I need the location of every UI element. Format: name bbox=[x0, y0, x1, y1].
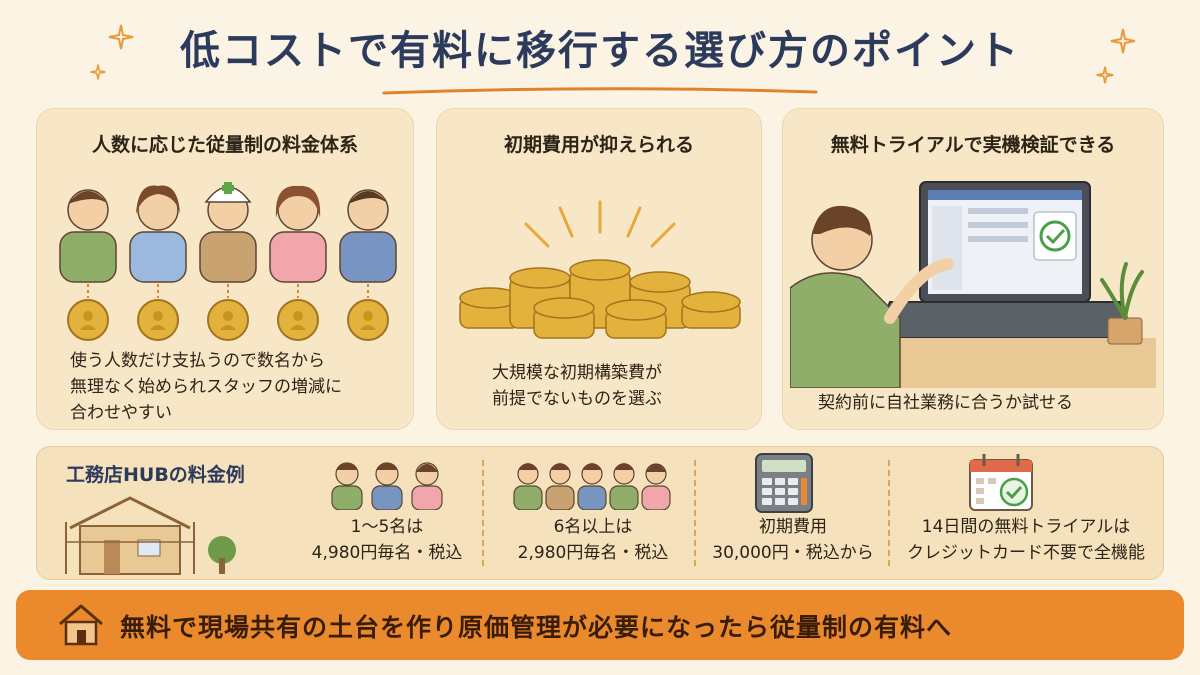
coin-row-illustration bbox=[67, 284, 389, 341]
house-construction-illustration bbox=[65, 496, 236, 575]
three-staff-icon bbox=[331, 462, 443, 510]
page-title: 低コストで有料に移行する選び方のポイント bbox=[180, 28, 1020, 74]
coin-stacks-illustration bbox=[459, 200, 741, 339]
card-title: 人数に応じた従量制の料金体系 bbox=[91, 134, 358, 156]
sparkle-icon bbox=[108, 24, 134, 50]
card-title: 初期費用が抑えられる bbox=[503, 134, 694, 156]
card-pay-per-user: 人数に応じた従量制の料金体系 bbox=[36, 108, 414, 430]
price-initial-fee: 初期費用 30,000円・税込から bbox=[712, 517, 874, 563]
sparkle-icon bbox=[90, 64, 106, 80]
divider bbox=[482, 460, 484, 566]
footer-banner: 無料で現場共有の土台を作り原価管理が必要になったら従量制の有料へ bbox=[16, 590, 1184, 660]
footer-message: 無料で現場共有の土台を作り原価管理が必要になったら従量制の有料へ bbox=[120, 613, 953, 642]
five-staff-icon bbox=[513, 463, 671, 510]
title-underline bbox=[382, 87, 818, 95]
calendar-check-icon bbox=[969, 454, 1033, 511]
card-low-initial-cost: 初期費用が抑えられる 大規模な初期構築費が 前提でないものを選ぶ bbox=[436, 108, 762, 430]
calculator-icon bbox=[755, 453, 813, 513]
laptop-user-illustration bbox=[790, 181, 1156, 388]
card-free-trial: 無料トライアルで実機検証できる 契約前に自社業務に合うか試せる bbox=[782, 108, 1164, 430]
price-1-5-users: 1～5名は 4,980円毎名・税込 bbox=[311, 517, 463, 563]
divider bbox=[694, 460, 696, 566]
divider bbox=[888, 460, 890, 566]
card-description: 契約前に自社業務に合うか試せる bbox=[818, 393, 1073, 413]
card-description: 使う人数だけ支払うので数名から 無理なく始められスタッフの増減に 合わせやすい bbox=[70, 351, 342, 423]
pricing-title: 工務店HUBの料金例 bbox=[66, 464, 245, 486]
price-6-plus-users: 6名以上は 2,980円毎名・税込 bbox=[517, 517, 669, 563]
sparkle-icon bbox=[1096, 66, 1114, 84]
card-description: 大規模な初期構築費が 前提でないものを選ぶ bbox=[492, 363, 662, 409]
price-free-trial: 14日間の無料トライアルは クレジットカード不要で全機能 bbox=[907, 517, 1145, 563]
pricing-band: 工務店HUBの料金例 1～5名は 4,980円毎名・税込 bbox=[36, 446, 1164, 580]
header: 低コストで有料に移行する選び方のポイント bbox=[0, 8, 1200, 95]
staff-people-illustration bbox=[59, 182, 397, 283]
card-title: 無料トライアルで実機検証できる bbox=[830, 134, 1116, 156]
sparkle-icon bbox=[1110, 28, 1136, 54]
house-icon bbox=[59, 604, 103, 646]
